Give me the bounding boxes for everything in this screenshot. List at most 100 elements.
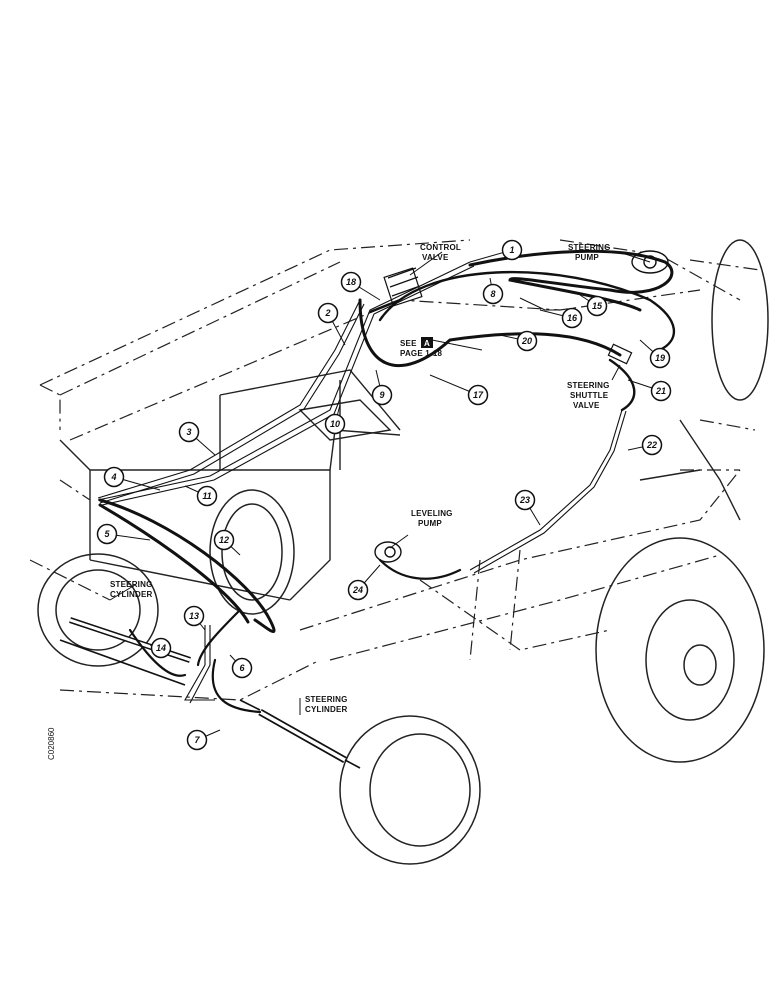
callout-14: 14 — [150, 637, 172, 659]
callout-circle — [482, 283, 504, 305]
wheels — [37, 239, 769, 865]
callout-circle — [514, 489, 536, 511]
callout-circle — [641, 434, 663, 456]
callout-circle — [231, 657, 253, 679]
callout-23: 23 — [514, 489, 536, 511]
callout-circle — [586, 295, 608, 317]
callout-number-text: 15 — [592, 301, 603, 311]
callout-6: 6 — [231, 657, 253, 679]
control-valve-label-line1: CONTROL — [420, 243, 461, 252]
callout-number-text: 21 — [655, 386, 666, 396]
callout-3: 3 — [178, 421, 200, 443]
callout-circle — [347, 579, 369, 601]
callout-circle — [103, 466, 125, 488]
control-valve-label-line2: VALVE — [422, 253, 449, 262]
callout-9: 9 — [371, 384, 393, 406]
callout-11: 11 — [196, 485, 218, 507]
callout-number-text: 9 — [379, 390, 384, 400]
callout-circle — [650, 380, 672, 402]
callout-13: 13 — [183, 605, 205, 627]
see-box-letter: A — [424, 339, 430, 348]
callout-circle — [150, 637, 172, 659]
machine-outline — [29, 239, 761, 701]
callout-number-text: 14 — [156, 643, 166, 653]
callout-number-text: 3 — [186, 427, 191, 437]
callout-number-text: 19 — [655, 353, 665, 363]
callout-number-text: 18 — [346, 277, 356, 287]
callout-number-text: 24 — [352, 585, 363, 595]
machine-panels — [59, 369, 741, 601]
callout-circle — [183, 605, 205, 627]
callout-16: 16 — [561, 307, 583, 329]
page-ref-label: PAGE 1-18 — [400, 349, 442, 358]
callout-8: 8 — [482, 283, 504, 305]
see-label: SEE — [400, 339, 417, 348]
shuttle-valve-label-line1: STEERING — [567, 381, 610, 390]
side-figure-code: C020860 — [47, 727, 56, 760]
callout-21: 21 — [650, 380, 672, 402]
component-labels: CONTROL VALVE STEERING PUMP SEE A PAGE 1… — [47, 243, 611, 760]
callout-number-text: 13 — [189, 611, 199, 621]
steering-cylinders — [59, 617, 361, 769]
callout-number-text: 20 — [521, 336, 532, 346]
shuttle-valve-label-line3: VALVE — [573, 401, 600, 410]
callout-circle — [371, 384, 393, 406]
callout-number-text: 8 — [490, 289, 495, 299]
callout-number-text: 5 — [104, 529, 110, 539]
callout-19: 19 — [649, 347, 671, 369]
callout-number-text: 10 — [330, 419, 340, 429]
callout-number-text: 22 — [646, 440, 657, 450]
callout-circle — [317, 302, 339, 324]
callout-24: 24 — [347, 579, 369, 601]
callout-circle — [467, 384, 489, 406]
callout-circle — [96, 523, 118, 545]
callout-7: 7 — [186, 729, 208, 751]
callout-circle — [649, 347, 671, 369]
control-valve — [369, 267, 423, 314]
callout-2: 2 — [317, 302, 339, 324]
see-box — [421, 337, 433, 348]
callout-circle — [196, 485, 218, 507]
shuttle-valve-label-line2: SHUTTLE — [570, 391, 609, 400]
steering-cylinder-right-label-line1: STEERING — [305, 695, 348, 704]
callout-number-text: 11 — [202, 491, 211, 501]
callout-1: 1 — [501, 239, 523, 261]
callout-17: 17 — [467, 384, 489, 406]
callout-number-text: 1 — [509, 245, 514, 255]
leader-lines — [106, 249, 662, 741]
callout-number-text: 23 — [519, 495, 530, 505]
callout-circle — [501, 239, 523, 261]
callout-number-text: 2 — [324, 308, 330, 318]
callout-12: 12 — [213, 529, 235, 551]
callout-10: 10 — [324, 413, 346, 435]
steering-cylinder-right-label-line2: CYLINDER — [305, 705, 348, 714]
callout-18: 18 — [340, 271, 362, 293]
callout-circle — [186, 729, 208, 751]
callout-22: 22 — [641, 434, 663, 456]
leveling-pump-label-line1: LEVELING — [411, 509, 453, 518]
steering-cylinder-left-label-line2: CYLINDER — [110, 590, 153, 599]
callout-circle — [178, 421, 200, 443]
callout-circle — [324, 413, 346, 435]
steering-pump-label-line2: PUMP — [575, 253, 599, 262]
callout-number-text: 17 — [473, 390, 484, 400]
leveling-pump — [374, 541, 402, 563]
callout-number-text: 4 — [110, 472, 116, 482]
callout-number-text: 6 — [239, 663, 245, 673]
callout-20: 20 — [516, 330, 538, 352]
steering-pump-label-line1: STEERING — [568, 243, 611, 252]
steering-cylinder-left-label-line1: STEERING — [110, 580, 153, 589]
callout-number-text: 16 — [567, 313, 578, 323]
callout-15: 15 — [586, 295, 608, 317]
callout-number-text: 7 — [194, 735, 200, 745]
leveling-pump-label-line2: PUMP — [418, 519, 442, 528]
callout-circle — [213, 529, 235, 551]
callout-5: 5 — [96, 523, 118, 545]
callout-circle — [516, 330, 538, 352]
hydraulic-hoses — [98, 249, 676, 714]
callout-number-text: 12 — [219, 535, 229, 545]
callout-4: 4 — [103, 466, 125, 488]
